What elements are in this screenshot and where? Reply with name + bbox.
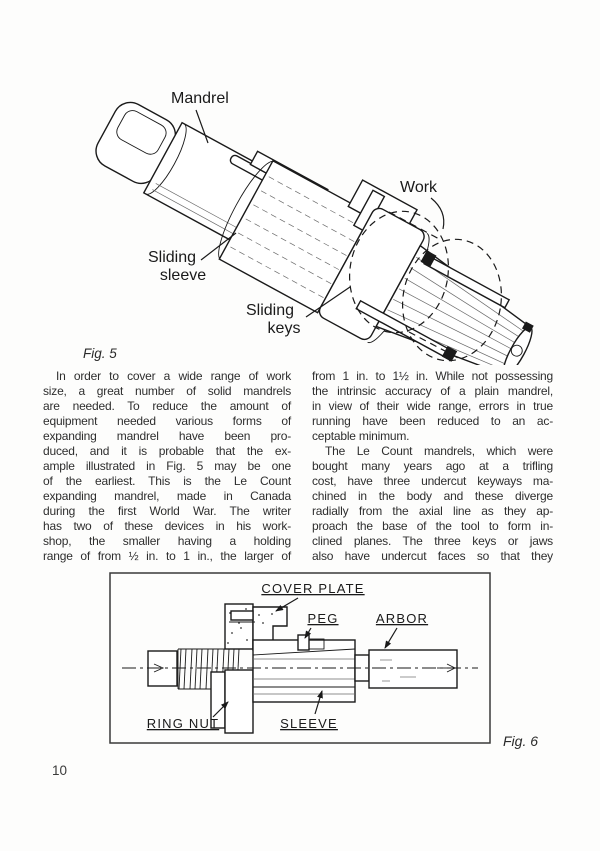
fig5-caption: Fig. 5 (83, 346, 117, 361)
sleeve-label: SLEEVE (280, 716, 338, 731)
sliding-keys-label-line1: Sliding (246, 302, 294, 319)
fig6-caption: Fig. 6 (503, 733, 538, 749)
page-number: 10 (52, 763, 68, 778)
arbor-part (354, 649, 458, 689)
work-outline (348, 210, 503, 362)
text-line: radially from the axial line as they ap- (312, 504, 553, 518)
text-line: The Le Count mandrels, which were (325, 444, 553, 458)
mandrel-assembly-drawing (95, 101, 534, 365)
fig6-border (109, 572, 491, 744)
ring-nut-arrow (212, 701, 229, 718)
text-line: expanding mandrel, made in Canada (43, 489, 291, 503)
text-line: ceptable minimum. (312, 429, 410, 443)
text-line: are needed. To reduce the amount of (43, 399, 291, 413)
mandrel-tip (502, 321, 534, 365)
cover-plate-bolt (229, 610, 255, 623)
mandrel-label: Mandrel (171, 90, 229, 107)
text-line: during the first World War. The writer (43, 504, 291, 518)
text-line: clined planes. The three keys or jaws (312, 534, 553, 548)
text-line: ample illustrated in Fig. 5 may be one (43, 459, 291, 473)
arbor-label: ARBOR (376, 611, 428, 626)
text-line: running have been reduced to an ac- (312, 414, 553, 428)
text-line: has two of these devices in his work- (43, 519, 291, 533)
text-line: cost, have three undercut keyways ma- (312, 474, 553, 488)
fig5-illustration: Mandrel Sliding sleeve Sliding keys Work (95, 90, 534, 365)
sliding-sleeve-label-line2: sleeve (160, 267, 206, 284)
ring-nut-label: RING NUT (147, 716, 219, 731)
work-label: Work (400, 179, 438, 196)
arbor-arrow (384, 627, 398, 649)
text-line: from 1 in. to 1½ in. While not possessin… (312, 369, 553, 383)
text-line: bought many years ago at a trifling (312, 459, 553, 473)
sliding-keys-drawing (355, 250, 511, 362)
sliding-sleeve-leader-line (200, 232, 237, 261)
peg-label: PEG (307, 611, 338, 626)
text-line: shop, the smaller having a holding (43, 534, 291, 548)
mandrel-leader-line (195, 109, 209, 144)
fig6-illustration: COVER PLATE PEG ARBOR RING NUT SLEEVE Fi… (109, 572, 538, 749)
text-line: the intrinsic accuracy of a plain mandre… (312, 384, 553, 398)
text-line: expanding mandrel have been pro- (43, 429, 291, 443)
text-line: size, a great number of solid mandrels (43, 384, 291, 398)
sleeve-arrow (314, 690, 323, 715)
text-line: of the earliest. This is the Le Count (43, 474, 291, 488)
cover-plate-label: COVER PLATE (261, 581, 364, 596)
cover-plate-arrow (275, 597, 299, 612)
peg-arrow (304, 627, 312, 639)
sliding-keys-leader-line (305, 286, 351, 318)
arbor-tang (147, 650, 178, 687)
text-line: proach the base of the tool to form in- (312, 519, 553, 533)
work-leader-line (430, 197, 445, 230)
text-line: In order to cover a wide range of work (56, 369, 291, 383)
text-line: chined in the body and these diverge (312, 489, 553, 503)
text-line: also have undercut faces so that they (312, 549, 553, 563)
sliding-sleeve-label-line1: Sliding (148, 249, 196, 266)
text-line: duced, and it is probable that the ex- (43, 444, 291, 458)
text-column-right: from 1 in. to 1½ in. While not possessin… (312, 369, 553, 564)
ring-nut-part (210, 669, 254, 734)
text-line: in view of their wide range, errors in t… (312, 399, 553, 413)
peg-part (297, 634, 325, 651)
text-line: equipment needed various forms of (43, 414, 291, 428)
sliding-keys-label-line2: keys (268, 320, 301, 337)
text-line: range of from ½ in. to 1 in., the larger… (43, 549, 291, 563)
